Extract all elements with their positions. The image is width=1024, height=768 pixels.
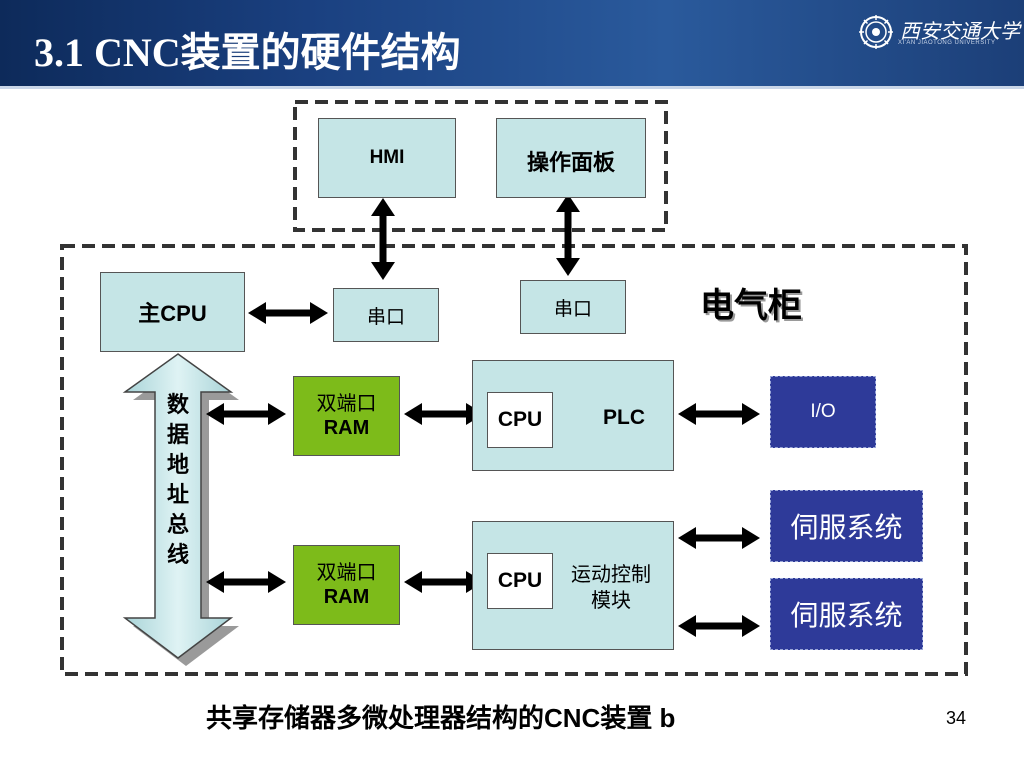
- servo-system-label-1: 伺服系统: [790, 512, 903, 543]
- university-logo: 西安交通大学 XI'AN JIAOTONG UNIVERSITY: [856, 12, 1020, 52]
- logo-subtext: XI'AN JIAOTONG UNIVERSITY: [898, 40, 996, 46]
- motion-servo2-arrow: [678, 615, 760, 637]
- ram-label-line1: 双端口: [316, 562, 377, 584]
- io-label: I/O: [810, 401, 836, 422]
- plc-cpu-label: CPU: [497, 408, 543, 431]
- bus-ram1-arrow: [206, 403, 286, 425]
- hmi-group-border: [293, 100, 668, 232]
- electrical-cabinet-border: [60, 244, 968, 676]
- motion-cpu-label: CPU: [497, 569, 543, 592]
- motion-cpu-box: CPU: [487, 553, 553, 609]
- serial-port-box-2: 串口: [520, 280, 626, 334]
- ram-label-line2: RAM: [323, 417, 370, 439]
- slide-header: 3.1 CNC装置的硬件结构 西安交通大学 XI'AN JIAOTONG UNI…: [0, 0, 1024, 86]
- motion-label-line1: 运动控制: [571, 564, 651, 586]
- electrical-cabinet-label: 电气柜: [700, 287, 802, 325]
- serial-port-box-1: 串口: [333, 288, 439, 342]
- plc-io-arrow: [678, 403, 760, 425]
- motion-control-label: 运动控制 模块: [558, 558, 664, 618]
- bus-label-char: 数: [166, 392, 189, 417]
- bus-label-char: 地: [166, 452, 189, 477]
- plc-cpu-box: CPU: [487, 392, 553, 448]
- plc-label: PLC: [603, 406, 645, 429]
- servo-system-label-2: 伺服系统: [790, 600, 903, 631]
- motion-label-line2: 模块: [591, 590, 631, 612]
- serial-port-label-1: 串口: [366, 306, 405, 328]
- main-cpu-box: 主CPU: [100, 272, 245, 352]
- operation-panel-box: 操作面板: [496, 118, 646, 198]
- university-emblem-icon: [859, 15, 893, 49]
- slide-title: 3.1 CNC装置的硬件结构: [34, 30, 461, 75]
- dual-port-ram-box-2: 双端口 RAM: [293, 545, 400, 625]
- io-box: I/O: [770, 376, 876, 448]
- operation-panel-label: 操作面板: [526, 150, 615, 175]
- logo-text: 西安交通大学: [900, 19, 1020, 43]
- dual-port-ram-box-1: 双端口 RAM: [293, 376, 400, 456]
- serial-port-label-2: 串口: [553, 298, 592, 320]
- page-number: 34: [946, 708, 967, 728]
- bus-label-char: 址: [166, 482, 189, 507]
- header-divider: [0, 86, 1024, 89]
- motion-servo1-arrow: [678, 527, 760, 549]
- hmi-box: HMI: [318, 118, 456, 198]
- panel-serial-arrow: [556, 194, 580, 276]
- bus-label-char: 总: [166, 512, 189, 537]
- ram-label-line2: RAM: [323, 586, 370, 608]
- data-address-bus-arrow: [122, 353, 234, 659]
- main-cpu-label: 主CPU: [138, 301, 207, 326]
- figure-caption: 共享存储器多微处理器结构的CNC装置 b: [206, 703, 676, 733]
- cpu-serial-arrow: [248, 302, 328, 324]
- servo-system-box-2: 伺服系统: [770, 578, 923, 650]
- hmi-label: HMI: [369, 147, 405, 168]
- ram-label-line1: 双端口: [316, 393, 377, 415]
- servo-system-box-1: 伺服系统: [770, 490, 923, 562]
- bus-ram2-arrow: [206, 571, 286, 593]
- bus-label-char: 据: [166, 422, 189, 447]
- bus-label-char: 线: [166, 542, 189, 567]
- hmi-serial-arrow: [371, 198, 395, 280]
- data-address-bus-label: 数 据 地 址 总 线: [162, 390, 194, 570]
